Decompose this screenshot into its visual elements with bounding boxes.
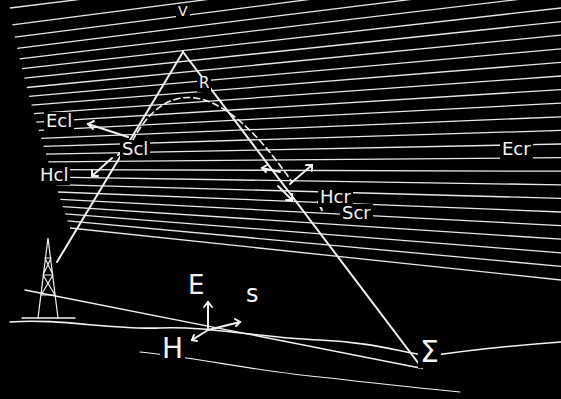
ionosphere-layer bbox=[32, 62, 561, 105]
ionosphere-layer bbox=[39, 103, 561, 130]
field-label: H bbox=[160, 334, 185, 363]
ionosphere-layer bbox=[41, 117, 561, 139]
ionosphere-layer bbox=[58, 192, 561, 212]
curve-label: R bbox=[197, 76, 211, 92]
ionosphere-layer bbox=[68, 221, 561, 267]
ionosphere-layer bbox=[29, 49, 561, 97]
ionosphere-layer bbox=[24, 22, 561, 79]
field-label: E bbox=[186, 272, 206, 299]
field-label: Ecr bbox=[500, 140, 533, 159]
field-label: Scr bbox=[340, 204, 373, 223]
ionosphere-layer bbox=[65, 214, 561, 253]
ionosphere-layer bbox=[56, 185, 561, 199]
ionosphere-layer bbox=[53, 177, 561, 185]
ionosphere-layer bbox=[70, 228, 561, 280]
apex-label: V bbox=[176, 4, 190, 19]
ionosphere-layer bbox=[27, 35, 561, 87]
field-label: Hcl bbox=[38, 166, 70, 185]
field-label: s bbox=[244, 282, 261, 307]
ionosphere-layer bbox=[15, 0, 561, 37]
ionosphere-layer bbox=[22, 8, 561, 69]
field-label: Ecl bbox=[44, 112, 74, 131]
ionosphere-layer bbox=[17, 0, 561, 48]
receiver-label: Σ bbox=[418, 336, 441, 368]
field-label: Scl bbox=[120, 140, 150, 159]
